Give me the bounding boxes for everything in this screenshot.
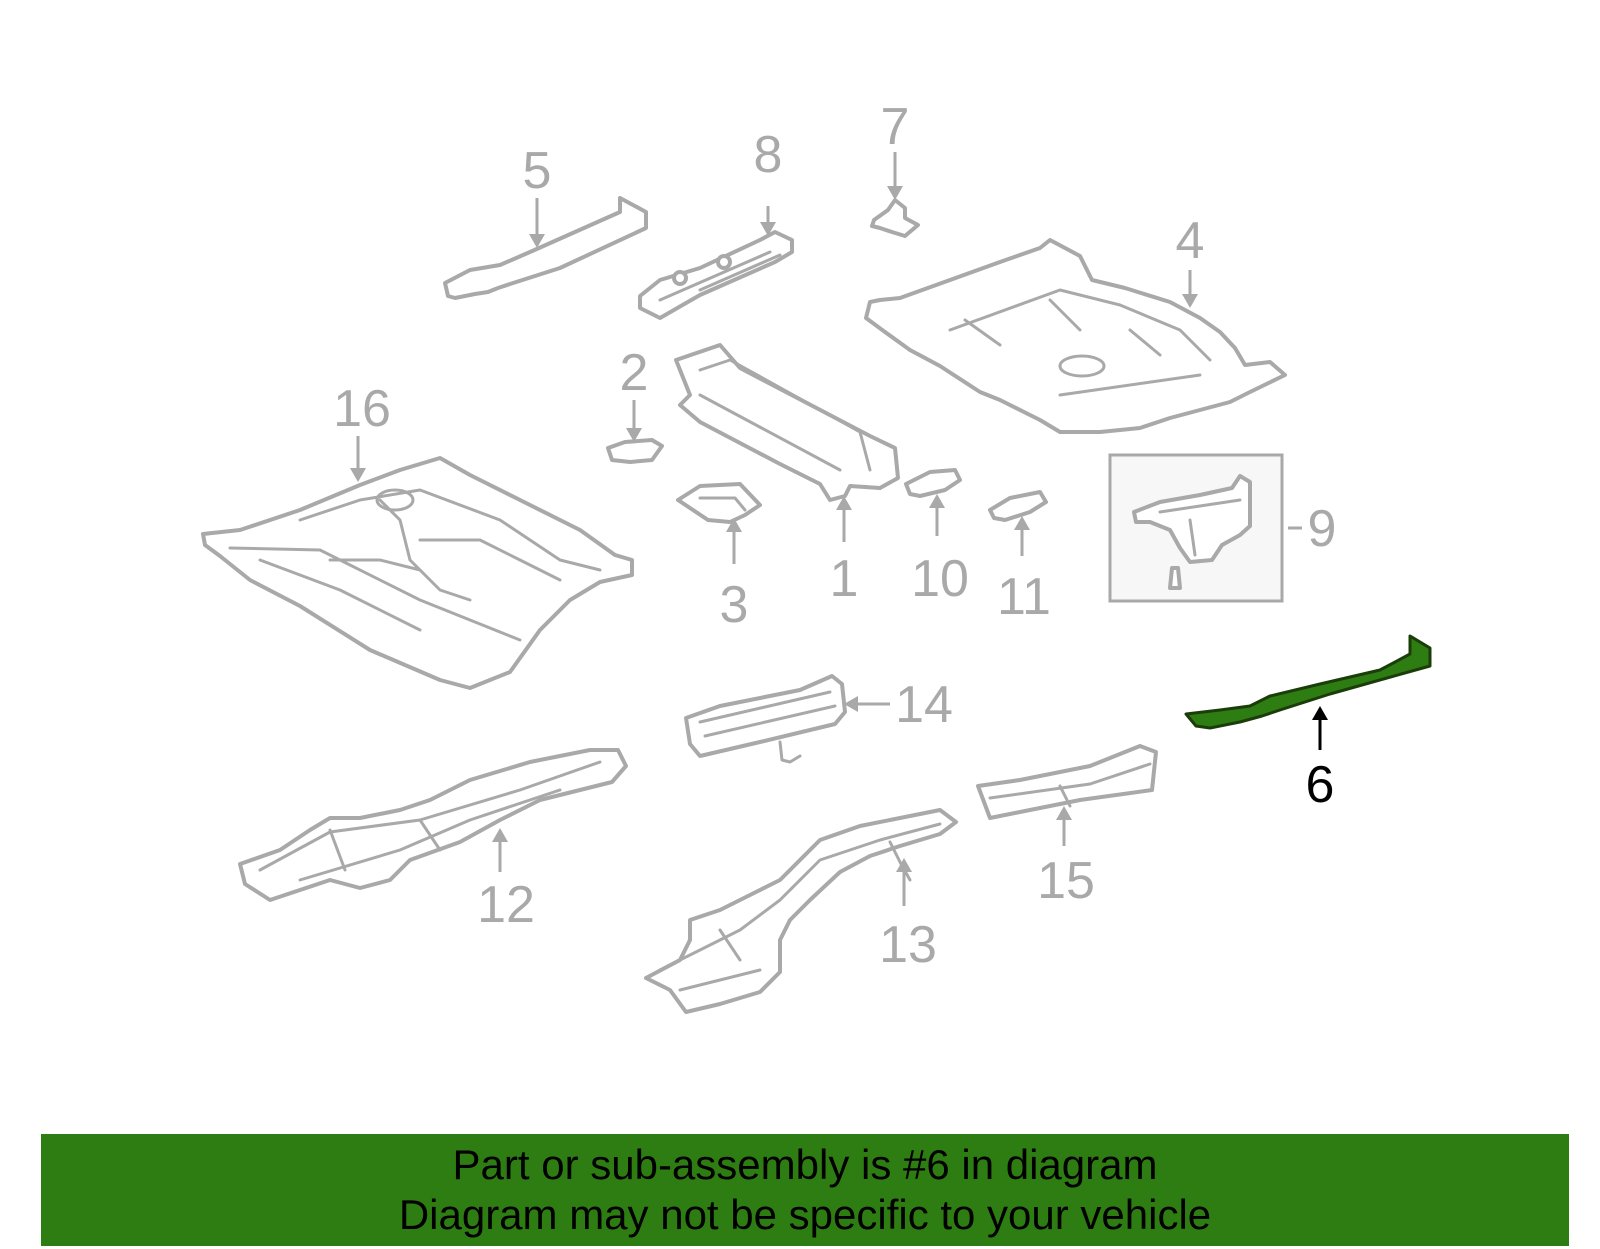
callout-15: 15 xyxy=(1037,852,1095,910)
callout-7: 7 xyxy=(881,98,910,156)
part-12[interactable] xyxy=(238,748,628,902)
callout-12: 12 xyxy=(477,876,535,934)
callout-2: 2 xyxy=(620,344,649,402)
part-3[interactable] xyxy=(676,482,762,524)
part-9-inset[interactable] xyxy=(1108,453,1284,603)
callout-13: 13 xyxy=(879,916,937,974)
leader-arrows xyxy=(350,152,1328,906)
part-7[interactable] xyxy=(870,198,920,238)
part-11[interactable] xyxy=(988,490,1048,522)
part-4[interactable] xyxy=(864,238,1287,434)
part-15[interactable] xyxy=(976,744,1158,820)
footer-line-2: Diagram may not be specific to your vehi… xyxy=(398,1191,1212,1238)
callout-4: 4 xyxy=(1176,212,1205,270)
footer-banner: Part or sub-assembly is #6 in diagram Di… xyxy=(41,1134,1569,1246)
callout-11: 11 xyxy=(997,568,1051,626)
callout-6: 6 xyxy=(1306,756,1335,814)
part-14[interactable] xyxy=(684,674,847,764)
part-10[interactable] xyxy=(904,468,962,498)
callout-5: 5 xyxy=(523,142,552,200)
part-5[interactable] xyxy=(443,196,648,300)
callout-labels: 5 8 7 4 2 16 1 3 10 11 9 14 12 13 15 6 xyxy=(333,98,1336,974)
callout-1: 1 xyxy=(830,550,859,608)
part-16[interactable] xyxy=(201,456,634,690)
callout-14: 14 xyxy=(895,676,953,734)
part-2[interactable] xyxy=(606,438,664,464)
part-13[interactable] xyxy=(644,808,958,1014)
part-8[interactable] xyxy=(638,230,794,320)
callout-8: 8 xyxy=(754,126,783,184)
callout-10: 10 xyxy=(911,550,969,608)
part-1[interactable] xyxy=(674,343,900,502)
callout-16: 16 xyxy=(333,380,391,438)
parts-diagram: 5 8 7 4 2 16 1 3 10 11 9 14 12 13 15 6 xyxy=(201,98,1432,1014)
callout-9: 9 xyxy=(1308,500,1337,558)
footer-line-1: Part or sub-assembly is #6 in diagram xyxy=(452,1141,1158,1188)
part-6[interactable] xyxy=(1184,634,1432,730)
callout-3: 3 xyxy=(720,576,749,634)
